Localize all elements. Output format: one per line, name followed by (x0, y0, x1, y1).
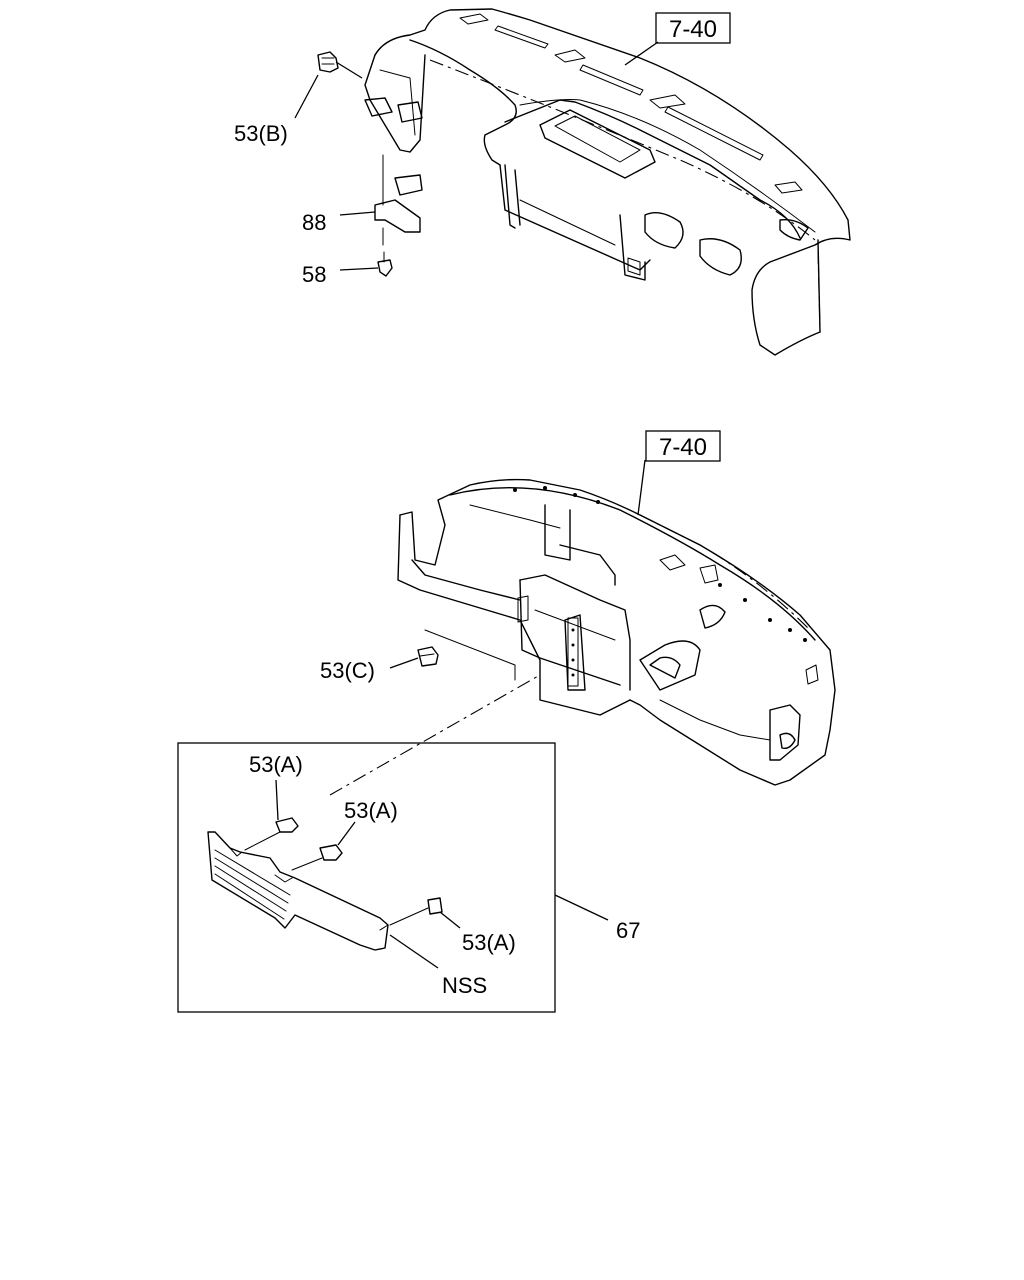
leader-nss (389, 934, 439, 969)
part-53b-clip (317, 51, 363, 79)
leader-53a-1 (275, 779, 279, 821)
part-53a-clip-1 (275, 817, 299, 833)
leader-53a-3 (439, 911, 461, 929)
ref-label-lower: 7-40 (659, 434, 707, 461)
label-53a-2: 53(A) (344, 798, 398, 823)
leader-53b (294, 74, 319, 119)
leader-53a-2 (337, 821, 356, 846)
leader-67 (554, 894, 609, 921)
detail-connection-line (329, 674, 541, 796)
garnish-trim-panel (207, 831, 389, 951)
leader-ref-lower (637, 459, 646, 516)
detail-box-67 (177, 742, 556, 1013)
leader-53c (389, 657, 419, 669)
cross-member-frame (397, 478, 836, 786)
ref-label-upper: 7-40 (669, 16, 717, 43)
label-67: 67 (616, 918, 640, 943)
label-53a-1: 53(A) (249, 752, 303, 777)
label-53c: 53(C) (320, 658, 375, 683)
leader-ref-upper (624, 41, 659, 66)
part-58-screw (377, 251, 393, 277)
label-53b: 53(B) (234, 121, 288, 146)
part-53c-clip (417, 646, 439, 667)
instrument-panel-upper (364, 8, 851, 356)
part-88-bracket (374, 154, 423, 246)
label-88: 88 (302, 210, 326, 235)
attach-53a-3 (389, 907, 429, 926)
attach-53a-2 (291, 857, 323, 871)
part-53a-clip-2 (319, 844, 343, 861)
part-53a-clip-3 (427, 897, 443, 915)
ref-box-upper (655, 12, 731, 44)
leader-58 (339, 267, 379, 271)
label-nss: NSS (442, 973, 487, 998)
label-53a-3: 53(A) (462, 930, 516, 955)
clip-53c-attach-line (424, 629, 516, 681)
frame-holes (513, 486, 807, 642)
label-58: 58 (302, 262, 326, 287)
ref-box-lower (645, 430, 721, 462)
leader-88 (339, 211, 376, 216)
attach-53a-1 (244, 831, 281, 851)
